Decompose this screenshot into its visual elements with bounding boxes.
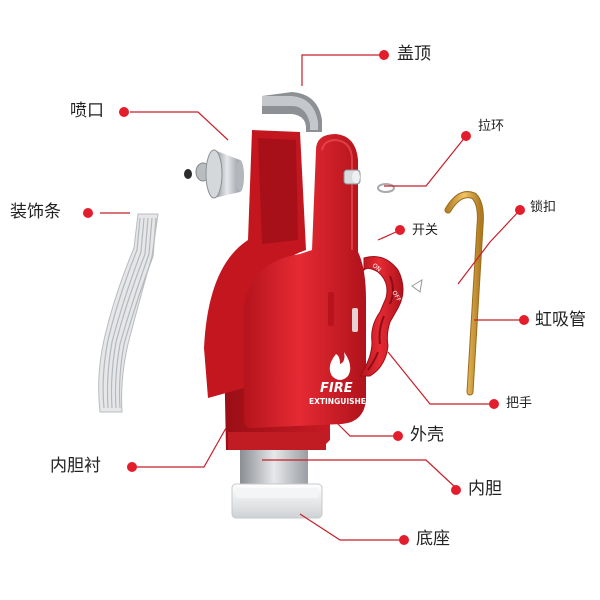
brand-line2: EXTINGUISHER	[309, 397, 372, 406]
callout-dot-nozzle	[119, 107, 129, 117]
callout-dot-trim-strip	[83, 208, 93, 218]
nozzle-part	[184, 149, 244, 199]
label-switch: 开关	[412, 223, 439, 238]
callout-dots	[83, 50, 529, 545]
label-inner-liner: 内胆衬	[50, 456, 101, 476]
callout-dot-inner-liner	[127, 462, 137, 472]
trim-strip-part	[98, 213, 159, 413]
switch-on-mark: ON	[371, 262, 383, 273]
callout-dot-lock-buckle	[515, 205, 525, 215]
flame-icon	[329, 352, 351, 380]
label-lock-buckle: 锁扣	[530, 200, 557, 215]
label-siphon-tube: 虹吸管	[535, 310, 586, 330]
label-nozzle: 喷口	[70, 101, 104, 121]
callout-dot-handle	[489, 399, 499, 409]
base-part	[231, 483, 323, 519]
callout-dot-pull-ring	[461, 131, 471, 141]
callout-dot-top-cap	[379, 50, 389, 60]
label-trim-strip: 装饰条	[10, 202, 61, 222]
pull-ring-part	[343, 169, 395, 193]
brand-line1: FIRE	[320, 381, 353, 396]
top-cap-part	[262, 92, 322, 132]
siphon-tube-part	[444, 191, 484, 396]
outer-shell-part: FIRE EXTINGUISHER	[244, 134, 372, 428]
leader-lines	[100, 54, 521, 541]
back-shell-part	[204, 130, 306, 398]
callout-dot-switch	[395, 225, 405, 235]
label-pull-ring: 拉环	[478, 119, 505, 134]
label-handle: 把手	[506, 396, 533, 411]
label-outer-shell: 外壳	[410, 425, 444, 445]
callout-dot-outer-shell	[393, 431, 403, 441]
callout-dot-inner-tank	[451, 485, 461, 495]
callout-dot-siphon-tube	[519, 315, 529, 325]
callout-dot-base	[399, 535, 409, 545]
label-inner-tank: 内胆	[468, 479, 502, 499]
label-top-cap: 盖顶	[397, 44, 431, 64]
handle-part: ON OFF	[359, 256, 423, 377]
label-base: 底座	[416, 529, 450, 549]
